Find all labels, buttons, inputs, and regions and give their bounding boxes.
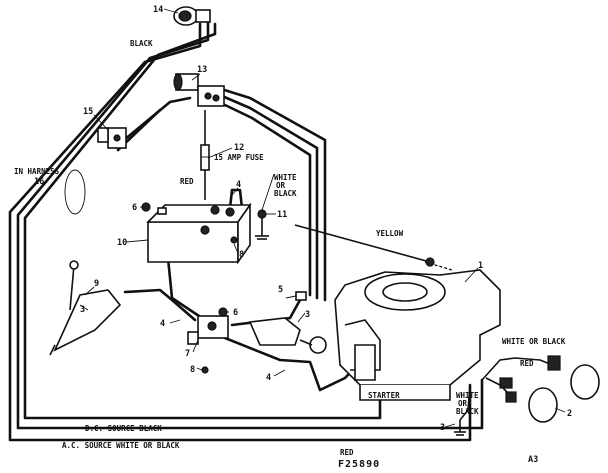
key-switch-icon: [97, 127, 127, 149]
callout-4-bottom: 4: [266, 373, 271, 383]
solenoid-icon: [173, 73, 225, 107]
callout-16: 16: [34, 177, 44, 187]
callout-3-left: 3: [80, 305, 85, 315]
brake-switch-icon: [248, 317, 327, 354]
callout-8-bottom: 8: [190, 365, 195, 375]
page-code: A3: [528, 455, 538, 465]
clip-icon: [425, 257, 435, 267]
leader-lines: [79, 8, 566, 428]
callout-4-left: 4: [160, 319, 165, 329]
fuse-icon: [200, 144, 210, 171]
callout-1: 1: [478, 261, 483, 271]
ground-bolt-icon: [255, 209, 269, 240]
label-white-or-black-low-2: OR: [458, 399, 468, 408]
callout-numbers: 14 13 15 12 16 4 6 11 10 8 1 9 5 3 6 3 4…: [34, 5, 572, 433]
bolt-icon: [230, 236, 238, 244]
figure-number: F25890: [338, 459, 380, 470]
label-red-right: RED: [520, 359, 534, 368]
callout-3-mid: 3: [305, 310, 310, 320]
connector-icon: [295, 291, 307, 301]
label-white-or-black-top-3: BLACK: [274, 189, 297, 198]
hour-meter-icon: [173, 6, 211, 26]
harness-tie-icon: [64, 169, 86, 215]
callout-10: 10: [117, 238, 127, 248]
label-yellow: YELLOW: [376, 229, 404, 238]
label-in-harness: IN HARNESS: [14, 167, 60, 176]
callout-4-top: 4: [236, 180, 241, 190]
interlock-switch-icon: [187, 315, 229, 345]
wire-harness: [8, 20, 561, 442]
label-fuse: 15 AMP FUSE: [214, 153, 264, 162]
callout-6-left: 6: [132, 203, 137, 213]
callout-6-mid: 6: [233, 308, 238, 318]
callout-9: 9: [94, 279, 99, 289]
callout-5: 5: [278, 285, 283, 295]
label-white-or-black-top-2: OR: [276, 181, 286, 190]
callout-11: 11: [277, 210, 287, 220]
callout-15: 15: [83, 107, 93, 117]
bolt-icon: [201, 366, 209, 374]
engine-icon: [334, 269, 501, 401]
label-white-or-black-top-1: WHITE: [274, 173, 297, 182]
label-white-or-black-low-1: WHITE: [456, 391, 479, 400]
callout-13: 13: [197, 65, 207, 75]
ground-lower-icon: [454, 420, 466, 436]
callout-3-bottom: 3: [440, 423, 445, 433]
label-dc-source: D.C. SOURCE BLACK: [85, 424, 162, 433]
label-white-or-black-right: WHITE OR BLACK: [502, 337, 566, 346]
label-starter: STARTER: [368, 391, 400, 400]
diagram-labels: BLACK IN HARNESS RED 15 AMP FUSE WHITE O…: [14, 39, 566, 470]
callout-7: 7: [185, 349, 190, 359]
callout-8-top: 8: [239, 250, 244, 260]
label-red-bottom: RED: [340, 448, 354, 457]
headlight-right-icon: [570, 364, 600, 400]
label-ac-source: A.C. SOURCE WHITE OR BLACK: [62, 441, 180, 450]
nut-icon: [218, 307, 228, 317]
battery-icon: [146, 202, 252, 265]
pto-switch-icon: [49, 260, 122, 356]
label-white-or-black-low-3: BLACK: [456, 407, 479, 416]
label-black-top: BLACK: [130, 39, 153, 48]
callout-12: 12: [234, 143, 244, 153]
label-red-battery: RED: [180, 177, 194, 186]
callout-14: 14: [153, 5, 163, 15]
callout-2: 2: [567, 409, 572, 419]
headlight-left-icon: [528, 387, 558, 423]
headlight-connector-icon: [499, 355, 561, 403]
